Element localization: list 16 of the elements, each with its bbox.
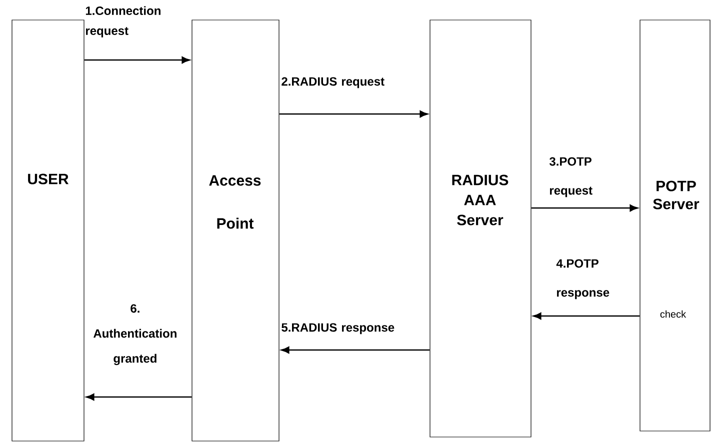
edge-label: 3.POTP request bbox=[550, 157, 592, 198]
edge-label: 1.Connection request bbox=[86, 6, 160, 38]
lifeline-box: POTP Server check bbox=[640, 20, 710, 432]
arrow bbox=[531, 204, 638, 212]
arrow bbox=[279, 110, 428, 118]
lifeline-box: Access Point bbox=[192, 20, 280, 442]
arrow bbox=[281, 346, 430, 354]
edge-label: 2.RADIUS request bbox=[282, 77, 384, 88]
edge-label: 4.POTP response bbox=[556, 259, 610, 300]
edge-label: 5.RADIUS response bbox=[282, 323, 394, 334]
arrow bbox=[533, 312, 640, 320]
arrow bbox=[86, 393, 192, 401]
edge-label: 6. Authentication granted bbox=[94, 304, 176, 366]
lifeline-box: USER bbox=[12, 20, 84, 442]
lifeline-box: RADIUS AAA Server bbox=[430, 20, 532, 438]
arrow bbox=[84, 56, 190, 64]
